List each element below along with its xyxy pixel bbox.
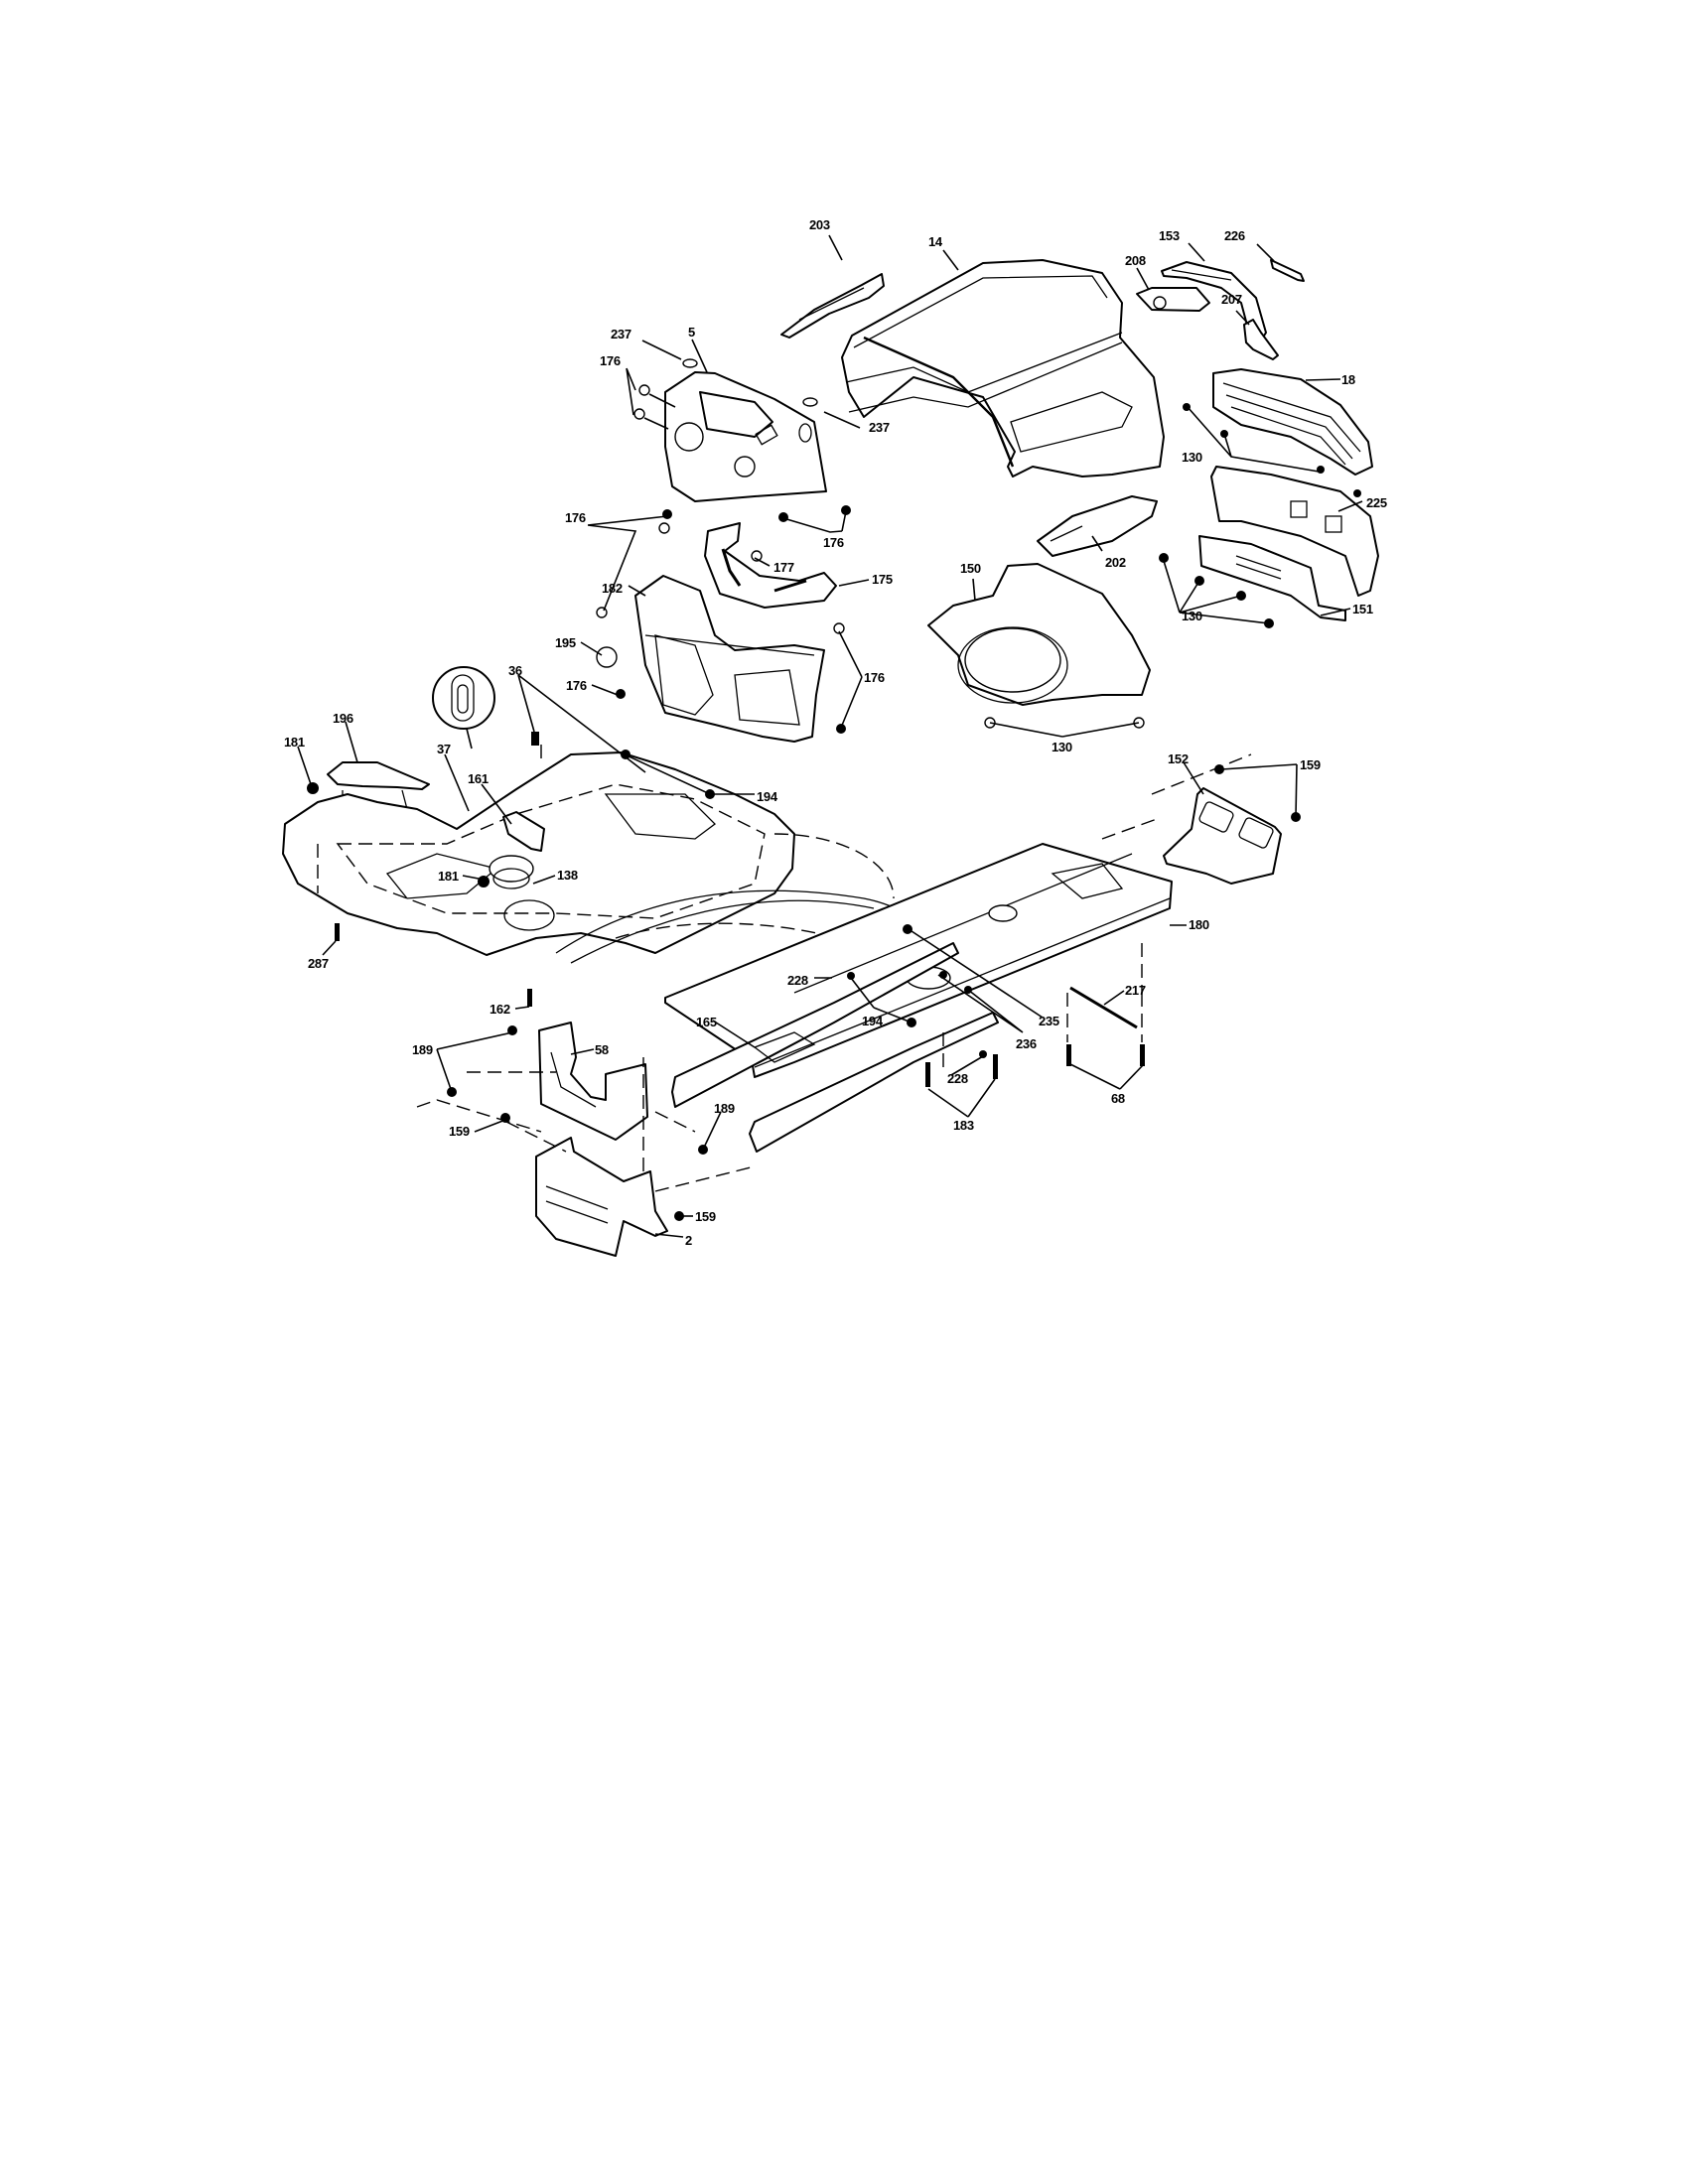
callout-176: 176: [565, 510, 586, 525]
part-58-axle-bracket: [538, 1022, 648, 1141]
callout-130: 130: [1052, 740, 1072, 754]
callout-159: 159: [1300, 757, 1321, 772]
callout-183: 183: [953, 1118, 974, 1133]
part-225-bumper: [1210, 466, 1379, 597]
callout-159: 159: [449, 1124, 470, 1139]
callout-225: 225: [1366, 495, 1387, 510]
fasteners: [307, 358, 1361, 1221]
callout-217: 217: [1125, 983, 1146, 998]
part-203-trim-strip: [780, 273, 885, 339]
callout-176: 176: [566, 678, 587, 693]
part-2-front-bracket: [535, 1057, 668, 1257]
callout-130: 130: [1182, 450, 1202, 465]
callout-226: 226: [1224, 228, 1245, 243]
part-152-rear-bracket: [1163, 787, 1282, 885]
alignment-lines: [317, 745, 1143, 1192]
part-161-plate: [502, 811, 545, 852]
callout-138: 138: [557, 868, 578, 883]
callout-153: 153: [1159, 228, 1180, 243]
callout-162: 162: [490, 1002, 510, 1017]
part-18-grille: [1212, 368, 1373, 476]
part-207-lens: [1243, 319, 1279, 360]
callout-175: 175: [872, 572, 893, 587]
part-202-dash-trim: [1037, 495, 1158, 557]
routing-lines: [555, 753, 1252, 964]
callout-181: 181: [284, 735, 305, 750]
leader-lines: [297, 234, 1363, 1238]
part-150-shroud: [927, 563, 1151, 706]
callout-228: 228: [787, 973, 808, 988]
part-165-frame-rail: [671, 942, 999, 1153]
callout-5: 5: [688, 325, 695, 340]
callout-195: 195: [555, 635, 576, 650]
callout-196: 196: [333, 711, 353, 726]
callout-189: 189: [714, 1101, 735, 1116]
callout-176: 176: [864, 670, 885, 685]
callout-151: 151: [1352, 602, 1373, 616]
callout-235: 235: [1039, 1014, 1059, 1028]
callout-208: 208: [1125, 253, 1146, 268]
callout-165: 165: [696, 1015, 717, 1029]
callout-176: 176: [823, 535, 844, 550]
callout-68: 68: [1111, 1091, 1125, 1106]
callout-203: 203: [809, 217, 830, 232]
callout-58: 58: [595, 1042, 609, 1057]
callout-207: 207: [1221, 292, 1242, 307]
part-inset-detail: [432, 666, 495, 750]
callout-287: 287: [308, 956, 329, 971]
part-226-trim-clip: [1270, 259, 1305, 282]
callout-18: 18: [1341, 372, 1355, 387]
callout-159: 159: [695, 1209, 716, 1224]
callout-181: 181: [438, 869, 459, 884]
callout-130: 130: [1182, 609, 1202, 623]
callout-2: 2: [685, 1233, 692, 1248]
callout-189: 189: [412, 1042, 433, 1057]
callout-237: 237: [611, 327, 632, 341]
part-175-wire-bracket: [704, 522, 837, 609]
callout-202: 202: [1105, 555, 1126, 570]
callout-152: 152: [1168, 751, 1189, 766]
callout-37: 37: [437, 742, 451, 756]
part-217-rod: [1069, 986, 1138, 1029]
callout-150: 150: [960, 561, 981, 576]
callout-176: 176: [600, 353, 621, 368]
callout-161: 161: [468, 771, 489, 786]
callout-180: 180: [1189, 917, 1209, 932]
callout-237: 237: [869, 420, 890, 435]
callout-194: 194: [862, 1014, 883, 1028]
part-208-light-housing: [1136, 287, 1210, 312]
callout-194: 194: [757, 789, 777, 804]
callout-14: 14: [928, 234, 942, 249]
callout-177: 177: [773, 560, 794, 575]
callout-36: 36: [508, 663, 522, 678]
callout-236: 236: [1016, 1036, 1037, 1051]
part-182-console: [634, 575, 825, 743]
part-151-front-bracket: [1198, 535, 1346, 621]
part-14-hood: [841, 259, 1165, 478]
part-5-dash-panel: [664, 371, 827, 502]
callout-228: 228: [947, 1071, 968, 1086]
callout-182: 182: [602, 581, 623, 596]
